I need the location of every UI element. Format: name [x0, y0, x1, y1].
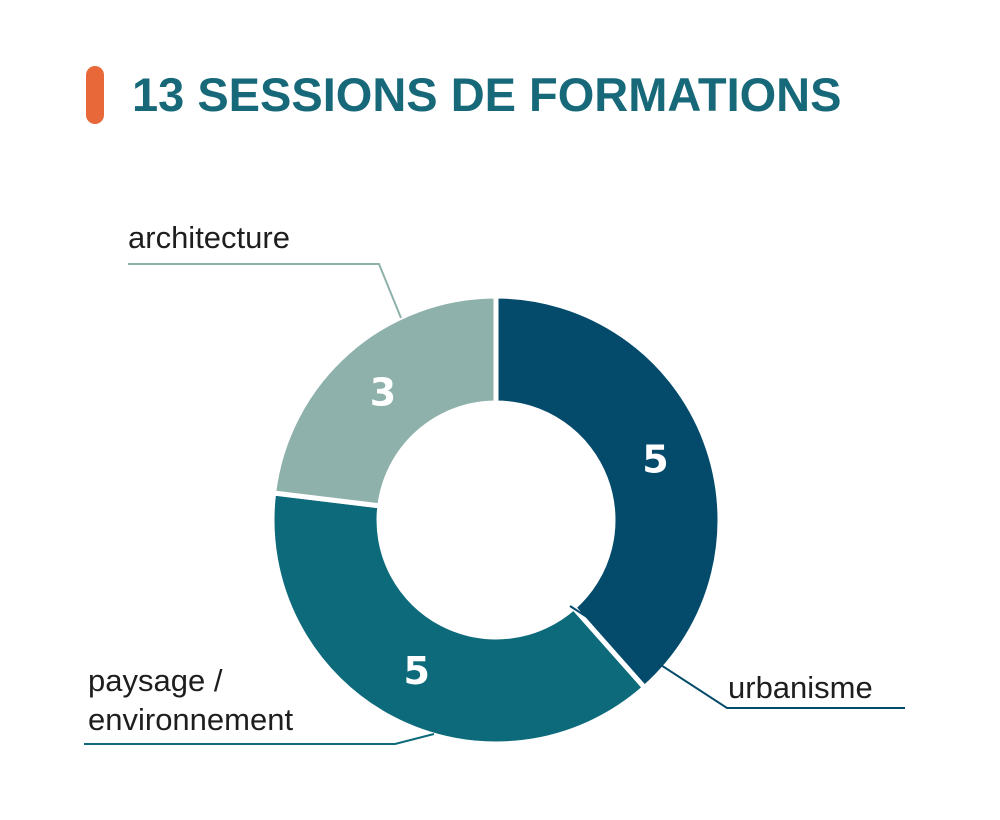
chart-title: 13 SESSIONS DE FORMATIONS [132, 68, 842, 121]
category-labels: urbanisme paysage / environnement architect… [88, 220, 873, 737]
category-label-architecture: architecture [128, 220, 290, 255]
slice-value-architecture: 3 [370, 370, 396, 414]
title-accent-bar [86, 66, 104, 124]
donut-slice-paysage-environnement [269, 490, 649, 747]
donut-slices [269, 293, 723, 747]
donut-slice-urbanisme [493, 293, 723, 692]
category-label-paysage-environnement-line-1: paysage / [88, 663, 223, 698]
category-label-paysage-environnement-line-2: environnement [88, 702, 293, 737]
donut-slice-architecture [270, 293, 499, 509]
category-label-urbanisme: urbanisme [728, 670, 873, 705]
slice-value-labels: 5 5 3 [370, 370, 669, 693]
leader-lines [84, 263, 905, 745]
leader-line-urbanisme [569, 605, 905, 709]
slice-value-urbanisme: 5 [642, 438, 668, 482]
leader-line-paysage-environnement [84, 733, 435, 745]
slice-value-paysage-environnement: 5 [404, 649, 430, 693]
leader-line-architecture [128, 263, 402, 319]
